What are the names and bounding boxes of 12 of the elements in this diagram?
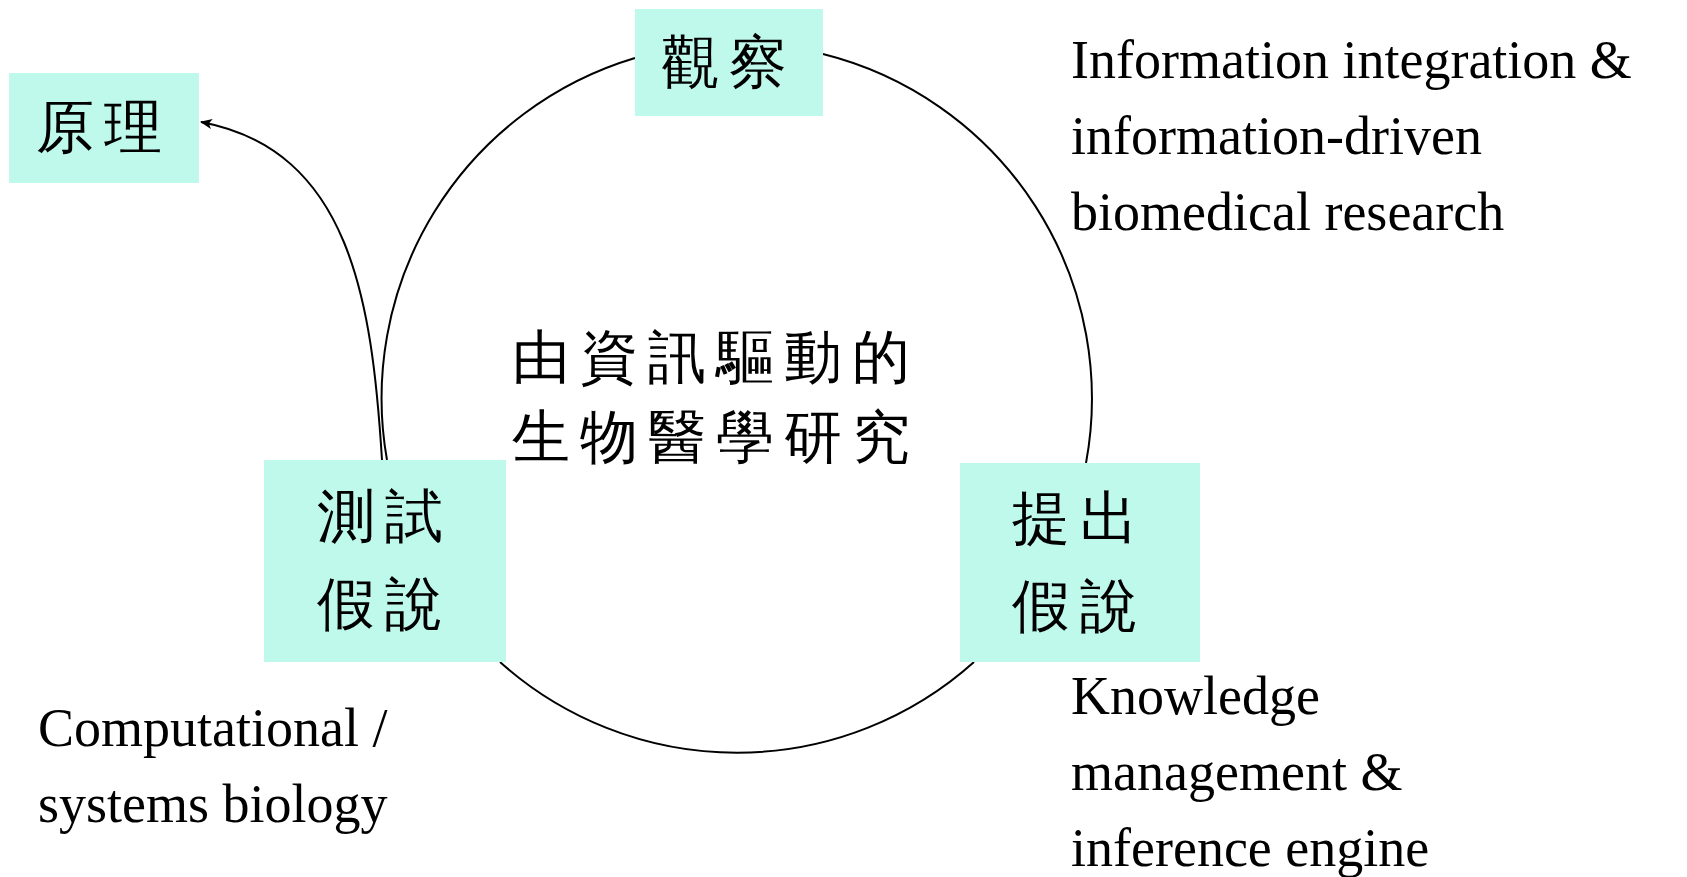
- caption-text: Computational / systems biology: [38, 697, 389, 836]
- concept-box: 原理: [9, 73, 199, 183]
- concept-box: 測試假說: [264, 460, 506, 662]
- circle-arc: [822, 53, 1093, 464]
- concept-box: 提出假說: [960, 463, 1200, 662]
- arrow: [200, 120, 383, 461]
- circle-arc: [381, 57, 636, 461]
- center-text: 由資訊驅動的生物醫學研究: [512, 324, 921, 472]
- caption-text: Information integration & information-driven biomedical research: [1071, 29, 1633, 244]
- caption-text: Knowledge management & inference engine: [1071, 665, 1431, 877]
- concept-box: 觀察: [635, 9, 823, 116]
- circle-arc: [499, 661, 975, 754]
